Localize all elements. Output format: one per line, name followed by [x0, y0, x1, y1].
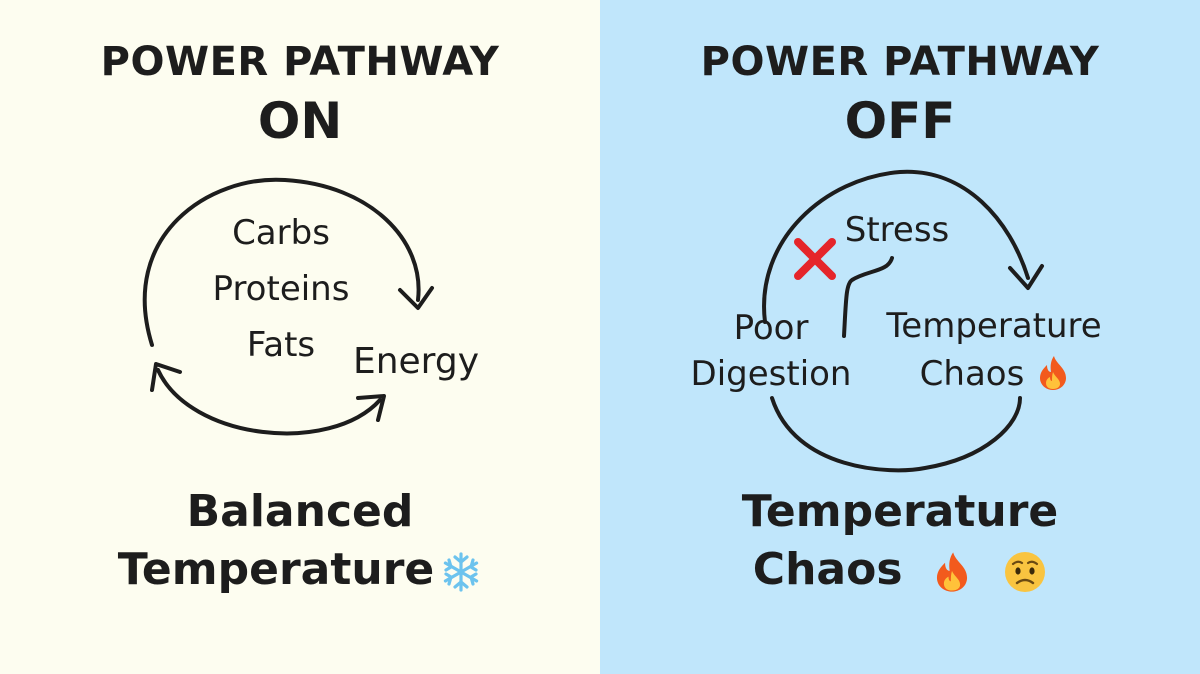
right-cycle-diagram: Stress Poor Digestion Temperature Chaos: [691, 169, 1102, 473]
fire-icon: [936, 552, 967, 592]
temperature-chaos-line1: Temperature: [885, 306, 1101, 346]
right-heading-title: POWER PATHWAY: [700, 39, 1100, 85]
left-heading-title: POWER PATHWAY: [100, 39, 500, 85]
power-pathway-off-panel: POWER PATHWAY OFF Stress Poor Digestion …: [600, 0, 1200, 674]
upper-cycle-arrow: [142, 177, 421, 347]
power-pathway-on-panel: POWER PATHWAY ON Carbs Proteins Fats Ene…: [0, 0, 600, 674]
energy-label: Energy: [353, 341, 479, 382]
lower-cycle-arrow: [156, 368, 382, 436]
red-x-icon: [794, 238, 836, 280]
snowflake-icon: [444, 552, 479, 592]
right-result-line2: Chaos: [600, 548, 1200, 594]
nutrient-fats: Fats: [247, 325, 315, 365]
lower-left-arrowhead: [150, 362, 182, 392]
fire-icon: [1040, 356, 1066, 390]
left-result-line2-text: Temperature: [117, 544, 435, 595]
stress-connector: [842, 256, 894, 338]
nutrient-proteins: Proteins: [213, 269, 350, 309]
left-heading-status: ON: [257, 92, 343, 150]
right-result-line1: Temperature: [741, 486, 1059, 537]
upper-right-arrowhead: [1008, 264, 1044, 290]
upper-arrowhead: [398, 286, 434, 310]
stress-label: Stress: [845, 210, 950, 250]
temperature-chaos-line2: Chaos: [920, 354, 1025, 394]
nutrient-carbs: Carbs: [232, 213, 330, 253]
lower-right-arrowhead: [356, 394, 386, 422]
left-cycle-diagram: Carbs Proteins Fats Energy: [142, 177, 479, 436]
upper-broken-arrow: [762, 169, 1030, 324]
right-result-line2-text: Chaos: [752, 544, 903, 595]
left-result-line1: Balanced: [186, 486, 414, 537]
lower-arc: [770, 396, 1022, 473]
poor-digestion-line1: Poor: [734, 308, 809, 348]
right-heading-status: OFF: [844, 92, 956, 150]
left-result-line2: Temperature: [0, 548, 600, 593]
poor-digestion-line2: Digestion: [691, 354, 852, 394]
worried-face-icon: [1005, 552, 1046, 592]
